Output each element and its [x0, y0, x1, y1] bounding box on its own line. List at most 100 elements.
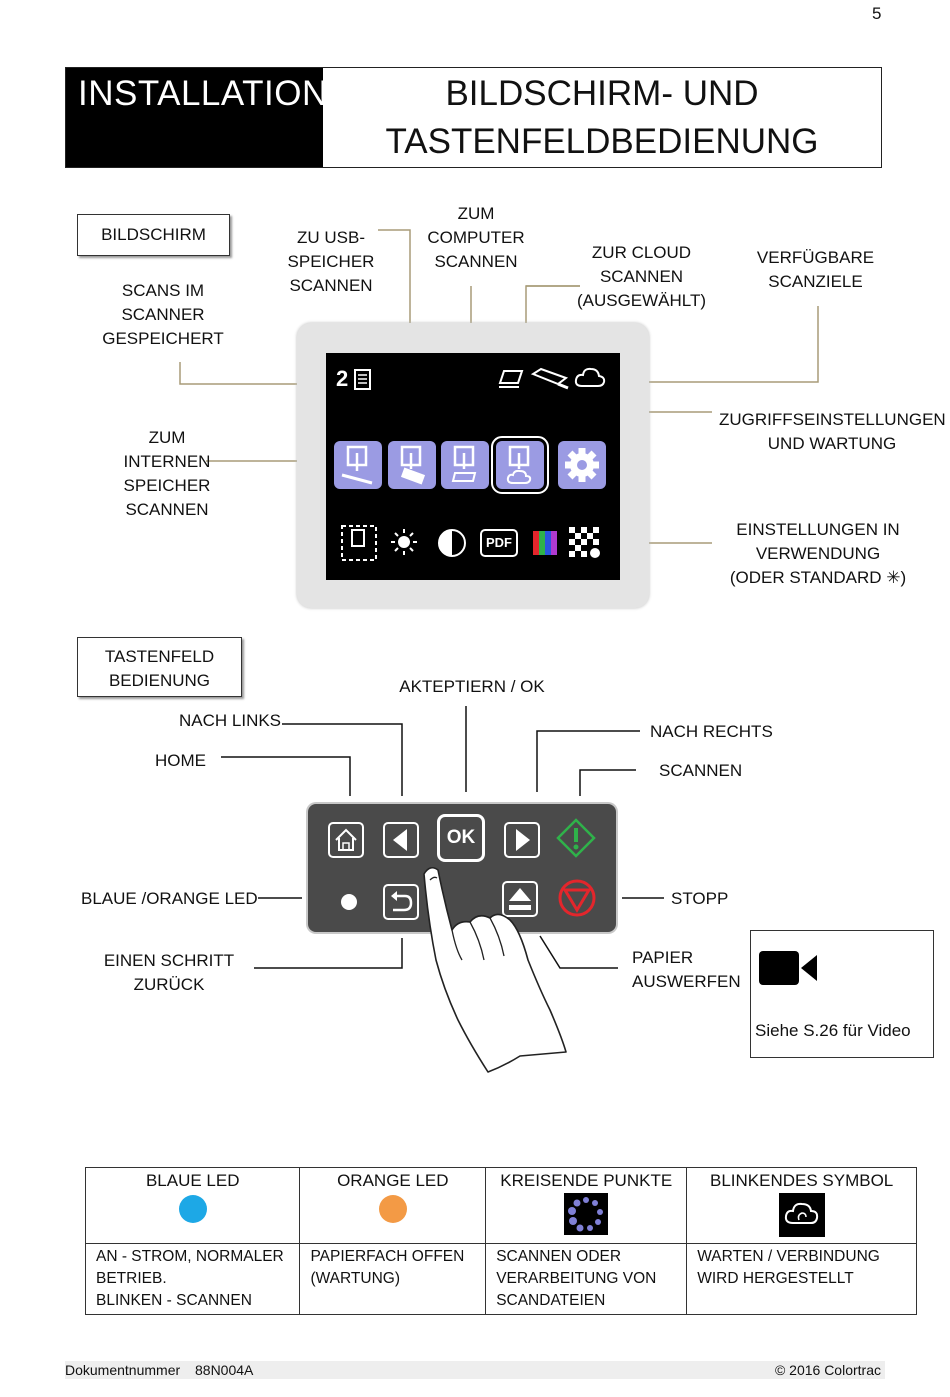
label-line: SCANZIELE [768, 272, 863, 291]
table-row: AN - STROM, NORMALER BETRIEB. BLINKEN - … [84, 1243, 917, 1315]
label-line: (ODER STANDARD ✳) [729, 568, 907, 587]
label-line: SPEICHER [123, 476, 211, 495]
label-line: SCANNEN [289, 276, 373, 295]
document-number-label: Dokumentnummer [65, 1362, 181, 1378]
label-cloud: ZUR CLOUD SCANNEN (AUSGEWÄHLT) [570, 241, 713, 313]
settings-tile[interactable] [558, 441, 606, 489]
contrast-icon [438, 529, 466, 557]
label-line: ZU USB- [297, 228, 365, 247]
label-line: ZUM [457, 204, 495, 223]
stop-button[interactable] [558, 879, 596, 917]
label-line: EINEN SCHRITT [103, 951, 235, 970]
video-camera-icon [759, 951, 817, 985]
pdf-label: PDF [486, 535, 512, 550]
cell-line: WARTEN / VERBINDUNG [697, 1248, 880, 1265]
scan-button[interactable] [556, 818, 596, 858]
label-line: COMPUTER [427, 228, 525, 247]
header-title-line1: BILDSCHIRM- UND [445, 74, 759, 113]
cell-line: AN - STROM, NORMALER [96, 1248, 284, 1265]
blue-led-dot [178, 1195, 207, 1223]
internal-storage-icon [341, 445, 373, 485]
page-footer: Dokumentnummer 88N004A © 2016 Colortrac [65, 1361, 885, 1379]
cell-line: VERARBEITUNG VON [496, 1270, 657, 1287]
destination-cloud-selected[interactable] [491, 436, 549, 494]
cell-line: BETRIEB. [96, 1270, 167, 1287]
gear-icon [565, 448, 599, 482]
pdf-format-badge: PDF [480, 529, 518, 557]
header-orange-led: ORANGE LED [299, 1167, 487, 1244]
label-line: SCANS IM [121, 281, 205, 300]
stored-scans-number: 2 [336, 366, 349, 391]
status-led [341, 894, 357, 910]
label-scans-stored: SCANS IM SCANNER GESPEICHERT [93, 279, 233, 351]
label-targets: VERFÜGBARE SCANZIELE [748, 246, 883, 294]
ok-button[interactable]: OK [437, 814, 485, 862]
document-number: 88N004A [195, 1362, 254, 1378]
label-computer: ZUM COMPUTER SCANNEN [416, 202, 536, 274]
keypad-title-line: BEDIENUNG [108, 671, 211, 690]
header-text: BLAUE LED [145, 1171, 240, 1190]
keypad-title-line: TASTENFELD [104, 647, 215, 666]
home-button[interactable] [328, 822, 364, 858]
document-icon [354, 369, 371, 390]
screen-section-title: BILDSCHIRM [77, 214, 230, 256]
orange-led-dot [378, 1195, 407, 1223]
cell-line: SCANDATEIEN [496, 1292, 606, 1309]
label-stop: STOPP [671, 889, 729, 908]
cell-line: WIRD HERGESTELLT [697, 1270, 854, 1287]
label-line: SCANNEN [125, 500, 209, 519]
computer-icon [451, 445, 477, 482]
label-line: ZUM [148, 428, 186, 447]
header-text: BLINKENDES SYMBOL [709, 1171, 894, 1190]
label-home: HOME [155, 751, 206, 770]
circling-dots-icon [564, 1193, 609, 1235]
label-line: ZUGRIFFSEINSTELLUNGEN [719, 410, 946, 429]
laptop-icon [498, 370, 524, 388]
label-line: VERWENDUNG [755, 544, 881, 563]
header-section-label: INSTALLATION [66, 68, 327, 167]
cell-line: (WARTUNG) [310, 1270, 400, 1287]
label-back: EINEN SCHRITT ZURÜCK [99, 949, 239, 997]
cell-line: SCANNEN ODER [496, 1248, 622, 1265]
left-arrow-button[interactable] [383, 822, 419, 858]
table-cell-dots: SCANNEN ODER VERARBEITUNG VON SCANDATEIE… [485, 1243, 688, 1315]
label-internal: ZUM INTERNEN SPEICHER SCANNEN [112, 426, 222, 522]
label-line: VERFÜGBARE [756, 248, 875, 267]
label-line: (AUSGEWÄHLT) [576, 291, 707, 310]
header-text: ORANGE LED [337, 1171, 449, 1190]
cell-line: BLINKEN - SCANNEN [96, 1292, 252, 1309]
destination-internal[interactable] [334, 441, 382, 489]
destination-usb[interactable] [388, 441, 436, 489]
label-line: SCANNEN [434, 252, 518, 271]
pointing-hand-illustration [423, 866, 567, 1073]
table-cell-orange: PAPIERFACH OFFEN (WARTUNG) [299, 1243, 487, 1315]
ok-button-label: OK [446, 827, 476, 848]
cell-line: PAPIERFACH OFFEN [310, 1248, 465, 1265]
destination-computer[interactable] [441, 441, 489, 489]
back-button[interactable] [383, 884, 419, 920]
label-ok: AKTEPTIERN / OK [399, 677, 545, 696]
label-line: EINSTELLUNGEN IN [736, 520, 900, 539]
paper-size-icon [341, 525, 377, 561]
label-access: ZUGRIFFSEINSTELLUNGEN UND WARTUNG [719, 408, 946, 456]
header-blinking-symbol: BLINKENDES SYMBOL [686, 1167, 917, 1244]
label-led: BLAUE /ORANGE LED [81, 889, 258, 908]
label-settings: EINSTELLUNGEN IN VERWENDUNG (ODER STANDA… [722, 518, 914, 590]
header-title-line2: TASTENFELDBEDIENUNG [385, 122, 819, 161]
label-line: PAPIER [632, 948, 694, 967]
led-legend-table: BLAUE LED ORANGE LED KREISENDE PUNKTE BL… [84, 1167, 917, 1315]
cloud-icon [574, 367, 606, 387]
label-line: SPEICHER [287, 252, 375, 271]
label-line: SCANNER [121, 305, 205, 324]
blinking-cloud-icon [778, 1193, 825, 1237]
resolution-icon [569, 527, 600, 558]
label-line: GESPEICHERT [102, 329, 224, 348]
header-text: KREISENDE PUNKTE [500, 1171, 673, 1190]
eject-button[interactable] [502, 881, 538, 917]
label-line: UND WARTUNG [767, 434, 897, 453]
table-cell-symbol: WARTEN / VERBINDUNG WIRD HERGESTELLT [686, 1243, 917, 1315]
right-arrow-button[interactable] [504, 822, 540, 858]
label-eject: PAPIER AUSWERFEN [632, 946, 741, 994]
label-line: ZURÜCK [133, 975, 205, 994]
